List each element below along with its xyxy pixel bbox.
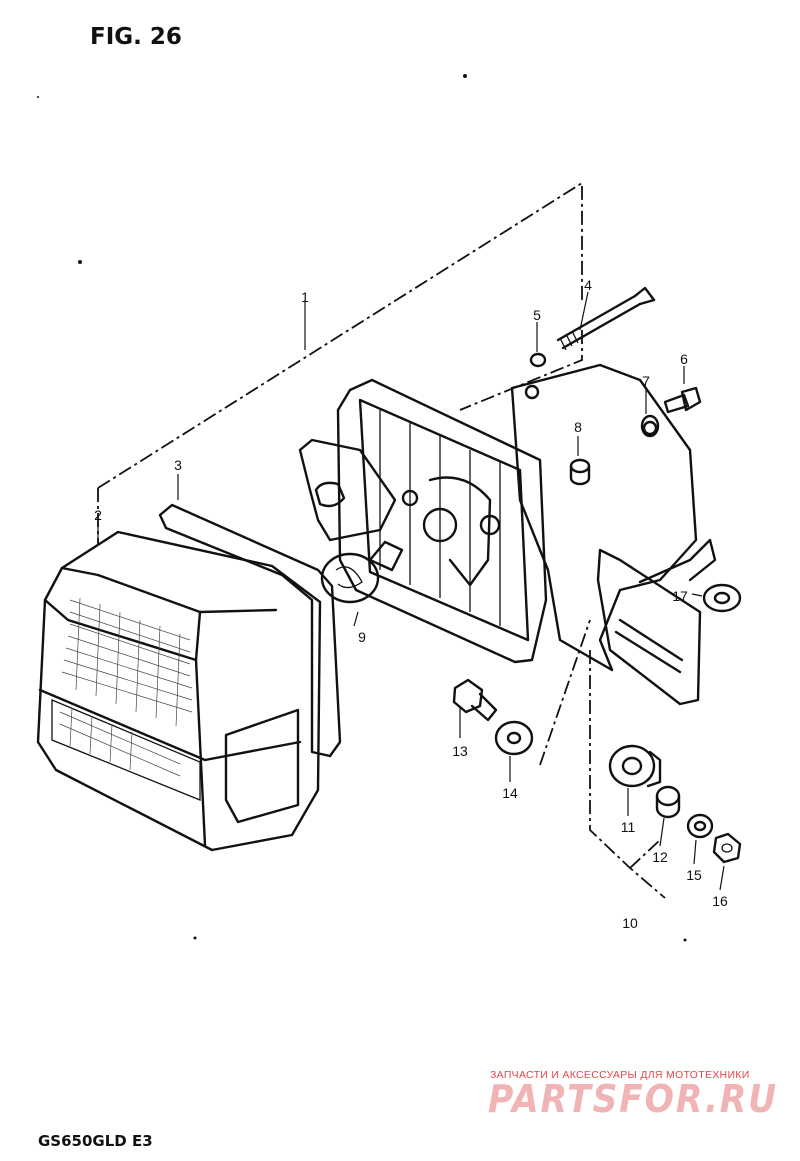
- watermark-brand: PARTSFOR.RU: [488, 1077, 778, 1121]
- mounting-bracket: [510, 363, 717, 706]
- nut-16: [712, 832, 742, 864]
- callout-7: 7: [642, 373, 650, 389]
- watermark-tagline: ЗАПЧАСТИ И АКСЕССУАРЫ ДЛЯ МОТОТЕХНИКИ: [490, 1069, 750, 1081]
- washer-7: [640, 414, 660, 438]
- long-bolt-4: [556, 286, 656, 351]
- figure-title: FIG. 26: [90, 24, 182, 50]
- tail-lamp-lens: [36, 530, 322, 852]
- callout-2: 2: [94, 507, 102, 523]
- callout-9: 9: [358, 629, 366, 645]
- callout-15: 15: [686, 867, 702, 883]
- callout-16: 16: [712, 893, 728, 909]
- lens-gasket: [158, 503, 342, 758]
- collar-12: [655, 785, 681, 819]
- socket-plate: [298, 438, 397, 542]
- watermark: ЗАПЧАСТИ И АКСЕССУАРЫ ДЛЯ МОТОТЕХНИКИ PA…: [488, 1069, 778, 1121]
- bolt-13: [452, 678, 498, 722]
- callout-4: 4: [584, 277, 592, 293]
- callout-13: 13: [452, 743, 468, 759]
- callout-1: 1: [301, 289, 309, 305]
- callout-3: 3: [174, 457, 182, 473]
- callout-labels: 1 2 3 4 5 6 7 8 9 10 11 12 13 14 15 16 1…: [94, 277, 728, 931]
- screw-6: [663, 386, 702, 414]
- callout-6: 6: [680, 351, 688, 367]
- callout-8: 8: [574, 419, 582, 435]
- assembly-bracket-1: [97, 181, 583, 545]
- scan-specks: [37, 74, 687, 942]
- model-code: GS650GLD E3: [38, 1132, 153, 1150]
- callout-11: 11: [621, 819, 636, 835]
- lens-prism-pattern: [59, 597, 193, 777]
- callout-12: 12: [652, 849, 668, 865]
- callout-14: 14: [502, 785, 518, 801]
- washer-15: [686, 813, 714, 839]
- callout-17: 17: [672, 588, 688, 604]
- grommet-11: [608, 744, 662, 788]
- assembly-bracket-10: [539, 619, 666, 899]
- grommet-17: [702, 583, 742, 613]
- callout-10: 10: [622, 915, 638, 931]
- bulb: [320, 540, 404, 604]
- leader-lines: [97, 291, 725, 891]
- washer-14: [494, 720, 534, 756]
- callout-5: 5: [533, 307, 541, 323]
- spacer-8: [569, 458, 591, 486]
- washer-5: [529, 352, 547, 368]
